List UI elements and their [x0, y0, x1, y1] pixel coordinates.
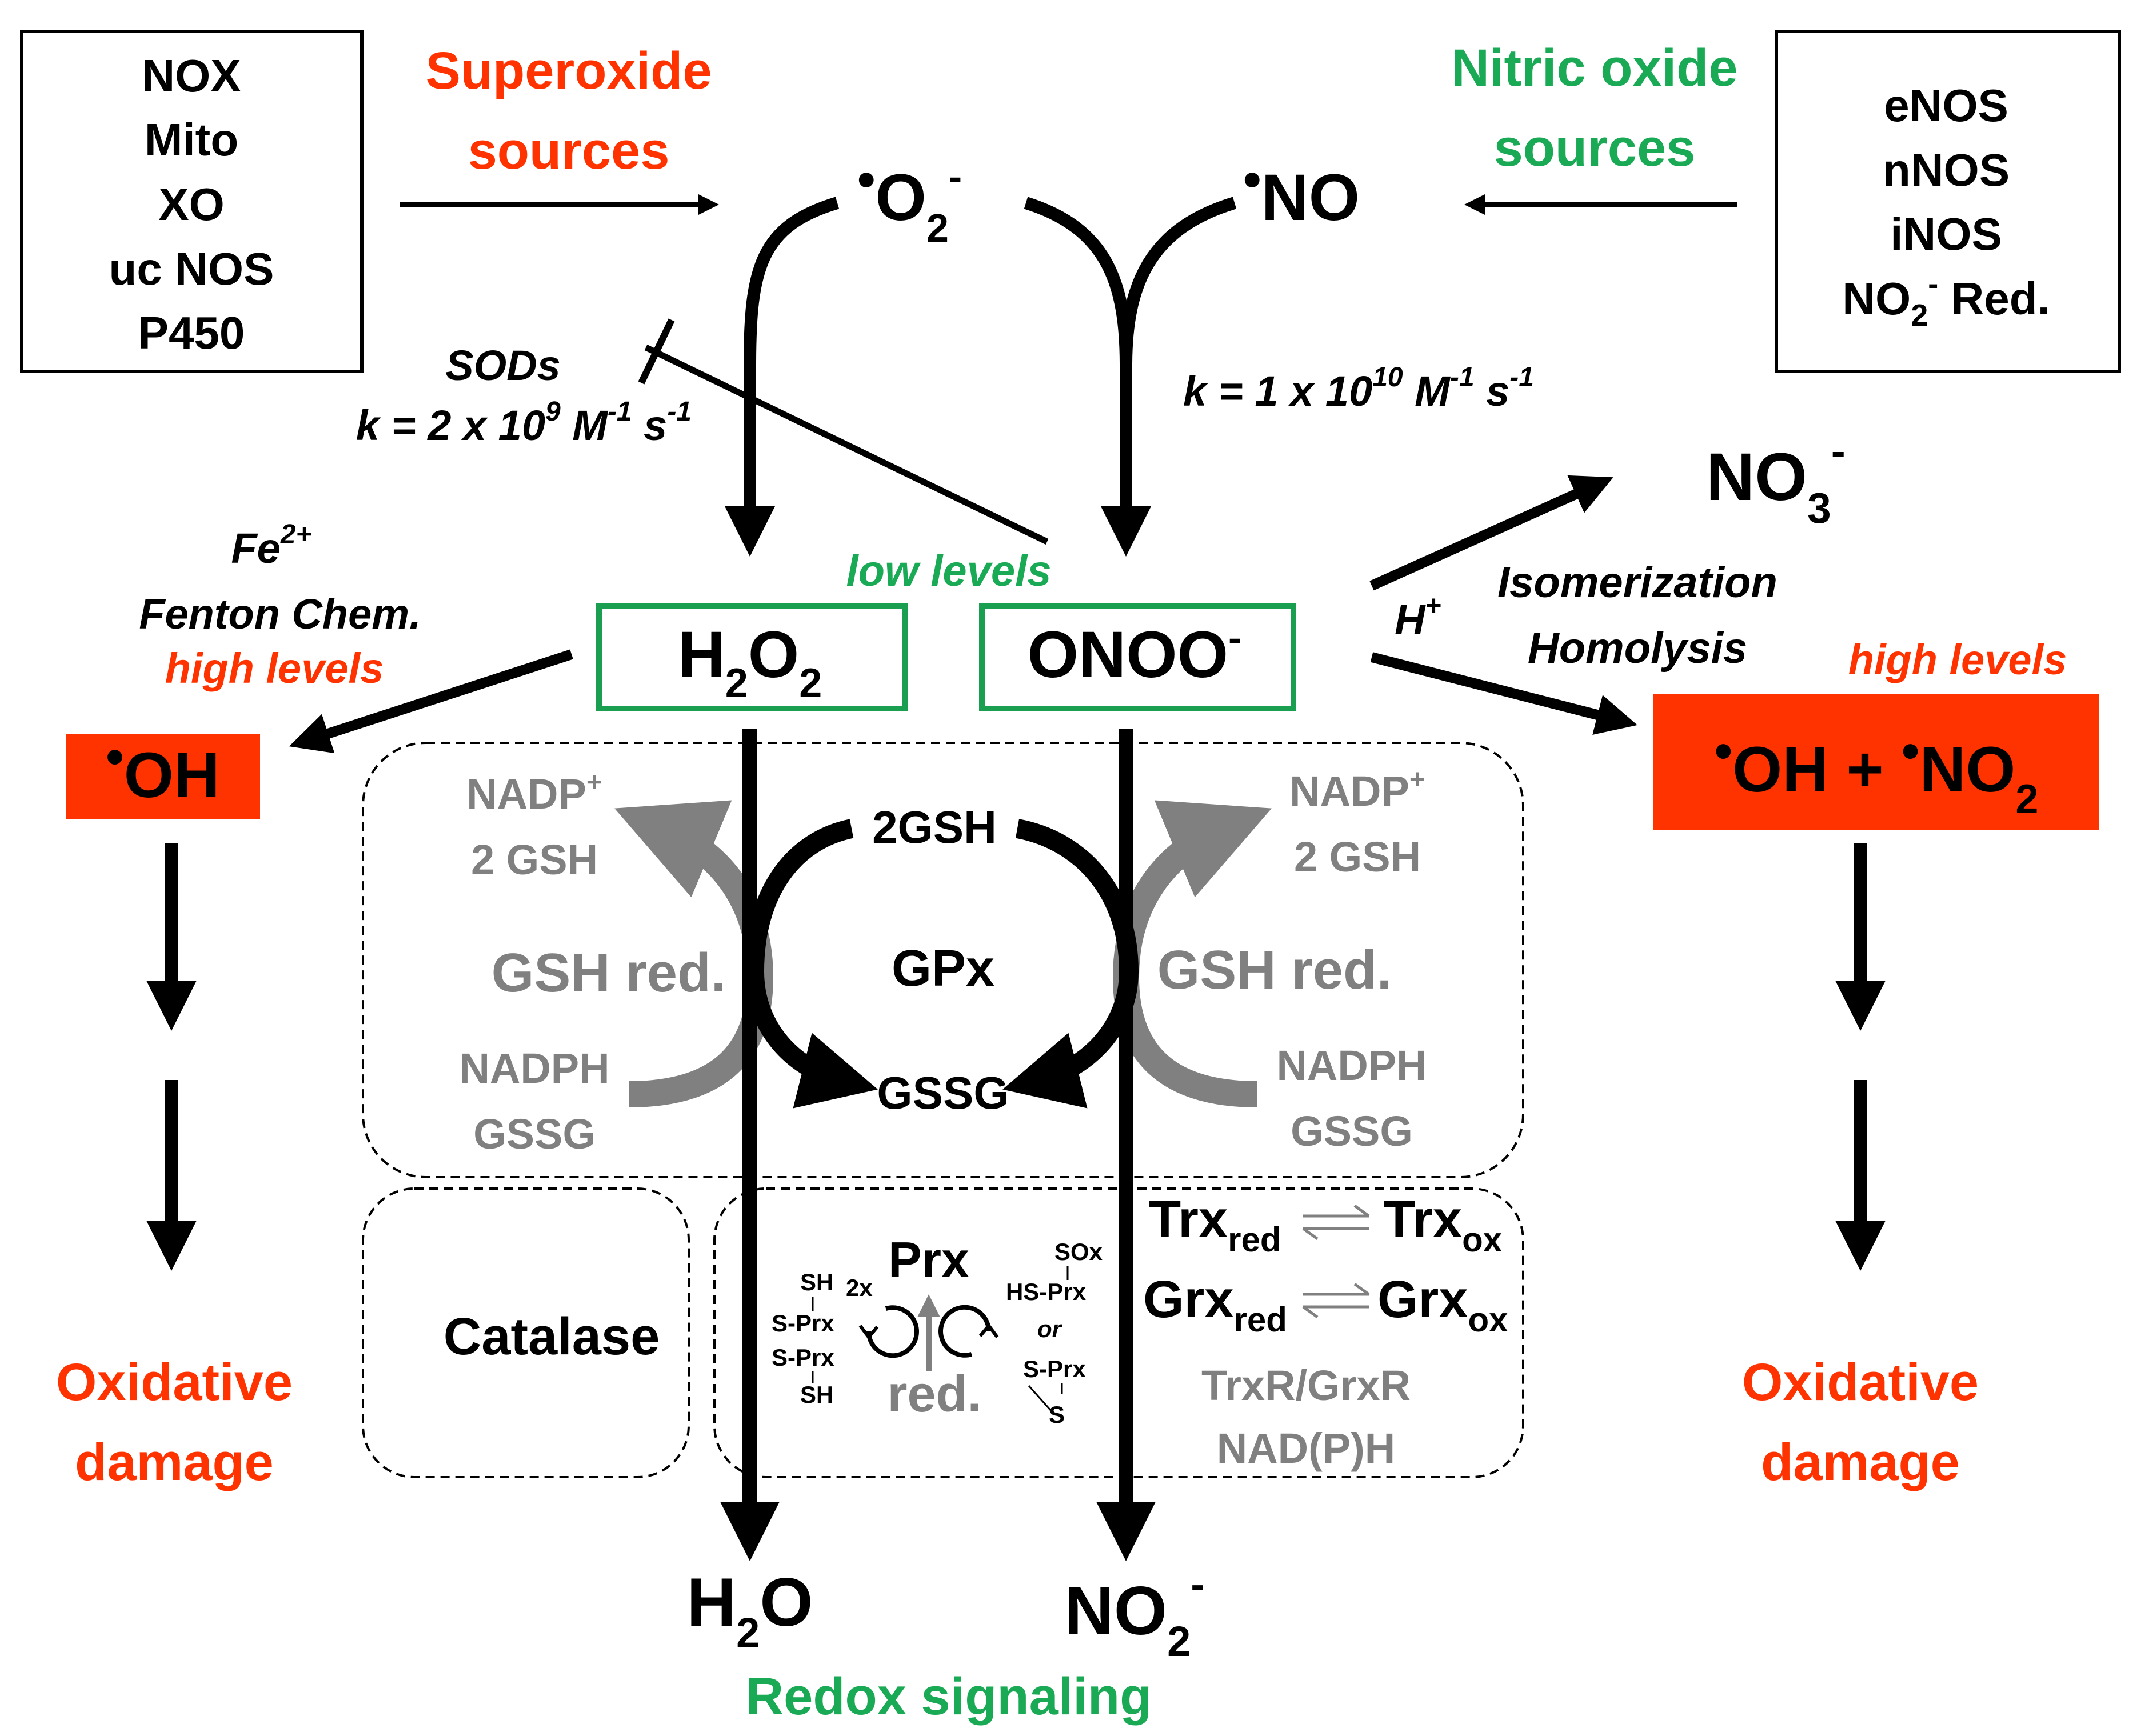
superoxide-sources-heading-2: sources	[468, 122, 670, 180]
prx-label: Prx	[888, 1231, 969, 1288]
prx-cycle-icon-right	[938, 1305, 999, 1358]
sod-rate-constant: k = 2 x 109 M-1 s-1	[356, 397, 692, 449]
prx-sox: SOx	[1054, 1238, 1103, 1265]
redox-signaling-label: Redox signaling	[746, 1667, 1152, 1726]
source-nitrite-reductase: NO2- Red.	[1842, 267, 2050, 333]
gpx-panel	[362, 742, 1524, 1178]
oxidative-damage-right-2: damage	[1761, 1433, 1960, 1491]
source-nox: NOX	[142, 50, 241, 101]
grx-ox: Grxox	[1377, 1270, 1508, 1339]
no-sources-box	[1775, 30, 2121, 373]
nadph-left: NADPH	[459, 1045, 609, 1092]
isomerization-label: Isomerization	[1497, 558, 1777, 607]
gpx-arc-right	[1002, 819, 1139, 1109]
gsh2-left: 2 GSH	[471, 836, 598, 883]
fe2-label: Fe2+	[231, 519, 311, 572]
gsh2-center: 2GSH	[872, 802, 997, 853]
superoxide-to-h2o2-curve	[725, 197, 840, 557]
water-label: H2O	[686, 1564, 813, 1657]
gssg-right: GSSG	[1291, 1107, 1413, 1155]
prx-cycle-icon-left	[858, 1305, 919, 1358]
prx-hs-prx: HS-Prx	[1006, 1278, 1087, 1305]
nitrite-label: NO2-	[1064, 1561, 1205, 1665]
high-levels-right: high levels	[1848, 636, 2067, 683]
onoo-inhibits-sod-line	[644, 345, 1049, 545]
source-p450: P450	[138, 307, 245, 358]
prx-bond-lines	[812, 1266, 1069, 1412]
superoxide-to-onoo-curve	[1024, 197, 1132, 366]
no-sources-heading-1: Nitric oxide	[1451, 39, 1737, 97]
trx-equilibrium-arrows	[1302, 1204, 1370, 1241]
h2o2-box	[596, 603, 908, 711]
oh-no2-label: •OH + •NO2	[1715, 723, 2039, 822]
onoo-label: ONOO-	[1028, 615, 1242, 691]
source-inos: iNOS	[1890, 209, 2002, 259]
inhibition-bar	[638, 318, 675, 385]
prx-or: or	[1037, 1315, 1063, 1342]
source-uc-nos: uc NOS	[109, 243, 274, 294]
grx-red: Grxred	[1143, 1270, 1287, 1339]
nitric-oxide-radical: •NO	[1243, 151, 1360, 234]
superoxide-radical: •O2-	[857, 151, 962, 250]
h2o2-label: H2O2	[678, 618, 822, 706]
hydroxyl-radical-label: •OH	[106, 729, 220, 811]
prx-sh-top: SH	[800, 1269, 833, 1295]
onoo-box	[979, 603, 1296, 711]
gpx-label: GPx	[892, 940, 994, 997]
no-to-onoo-curve	[1120, 197, 1237, 366]
source-enos: eNOS	[1884, 80, 2008, 131]
source-xo: XO	[158, 179, 225, 230]
trxr-grxr-label: TrxR/GrxR	[1201, 1362, 1411, 1409]
high-levels-left: high levels	[165, 645, 384, 692]
catalase-panel	[362, 1187, 690, 1478]
nadp-right: NADP+	[1289, 765, 1425, 815]
oxidative-damage-right-1: Oxidative	[1742, 1353, 1979, 1411]
h2o2-to-oh-arrow	[289, 649, 573, 754]
nitrate-label: NO3-	[1706, 427, 1846, 532]
gsh-red-left: GSH red.	[492, 942, 726, 1003]
onoo-to-no3-arrow	[1369, 475, 1613, 591]
prx-s-prx-1: S-Prx	[772, 1310, 834, 1337]
gssg-left: GSSG	[473, 1110, 596, 1158]
prx-times2: 2x	[846, 1274, 873, 1301]
gssg-center: GSSG	[877, 1067, 1009, 1118]
fenton-label: Fenton Chem.	[139, 590, 421, 638]
onoo-rate-constant: k = 1 x 1010 M-1 s-1	[1183, 362, 1534, 415]
nadp-left: NADP+	[466, 767, 602, 818]
prx-s-prx-2: S-Prx	[772, 1344, 834, 1371]
low-levels-label: low levels	[846, 547, 1051, 595]
h-plus-label: H+	[1395, 591, 1441, 643]
oh-no2-box	[1653, 694, 2099, 830]
hydroxyl-radical-box	[66, 734, 260, 819]
catalase-label: Catalase	[444, 1307, 660, 1366]
oxidative-damage-left-1: Oxidative	[56, 1353, 293, 1411]
gsh-red-right: GSH red.	[1157, 939, 1392, 1001]
nadph-label: NAD(P)H	[1217, 1425, 1395, 1472]
trx-red: Trxred	[1149, 1190, 1281, 1259]
prx-s-prx-3: S-Prx	[1023, 1355, 1086, 1382]
nadph-right: NADPH	[1276, 1042, 1427, 1089]
superoxide-sources-heading-1: Superoxide	[425, 42, 712, 100]
superoxide-sources-box	[20, 30, 364, 373]
prx-sh-bottom: SH	[800, 1381, 833, 1408]
homolysis-label: Homolysis	[1528, 624, 1747, 673]
oxidative-damage-left-2: damage	[75, 1433, 274, 1491]
no-sources-heading-2: sources	[1494, 119, 1696, 177]
prx-red-label: red.	[887, 1366, 981, 1423]
onoo-to-radicals-arrow	[1370, 652, 1637, 735]
sods-label: SODs	[445, 342, 561, 389]
prx-s-bottom: S	[1049, 1401, 1065, 1428]
source-mito: Mito	[145, 114, 238, 165]
source-nnos: nNOS	[1883, 145, 2010, 195]
grx-equilibrium-arrows	[1302, 1282, 1370, 1319]
gsh2-right: 2 GSH	[1294, 833, 1421, 881]
trx-ox: Trxox	[1383, 1190, 1502, 1259]
